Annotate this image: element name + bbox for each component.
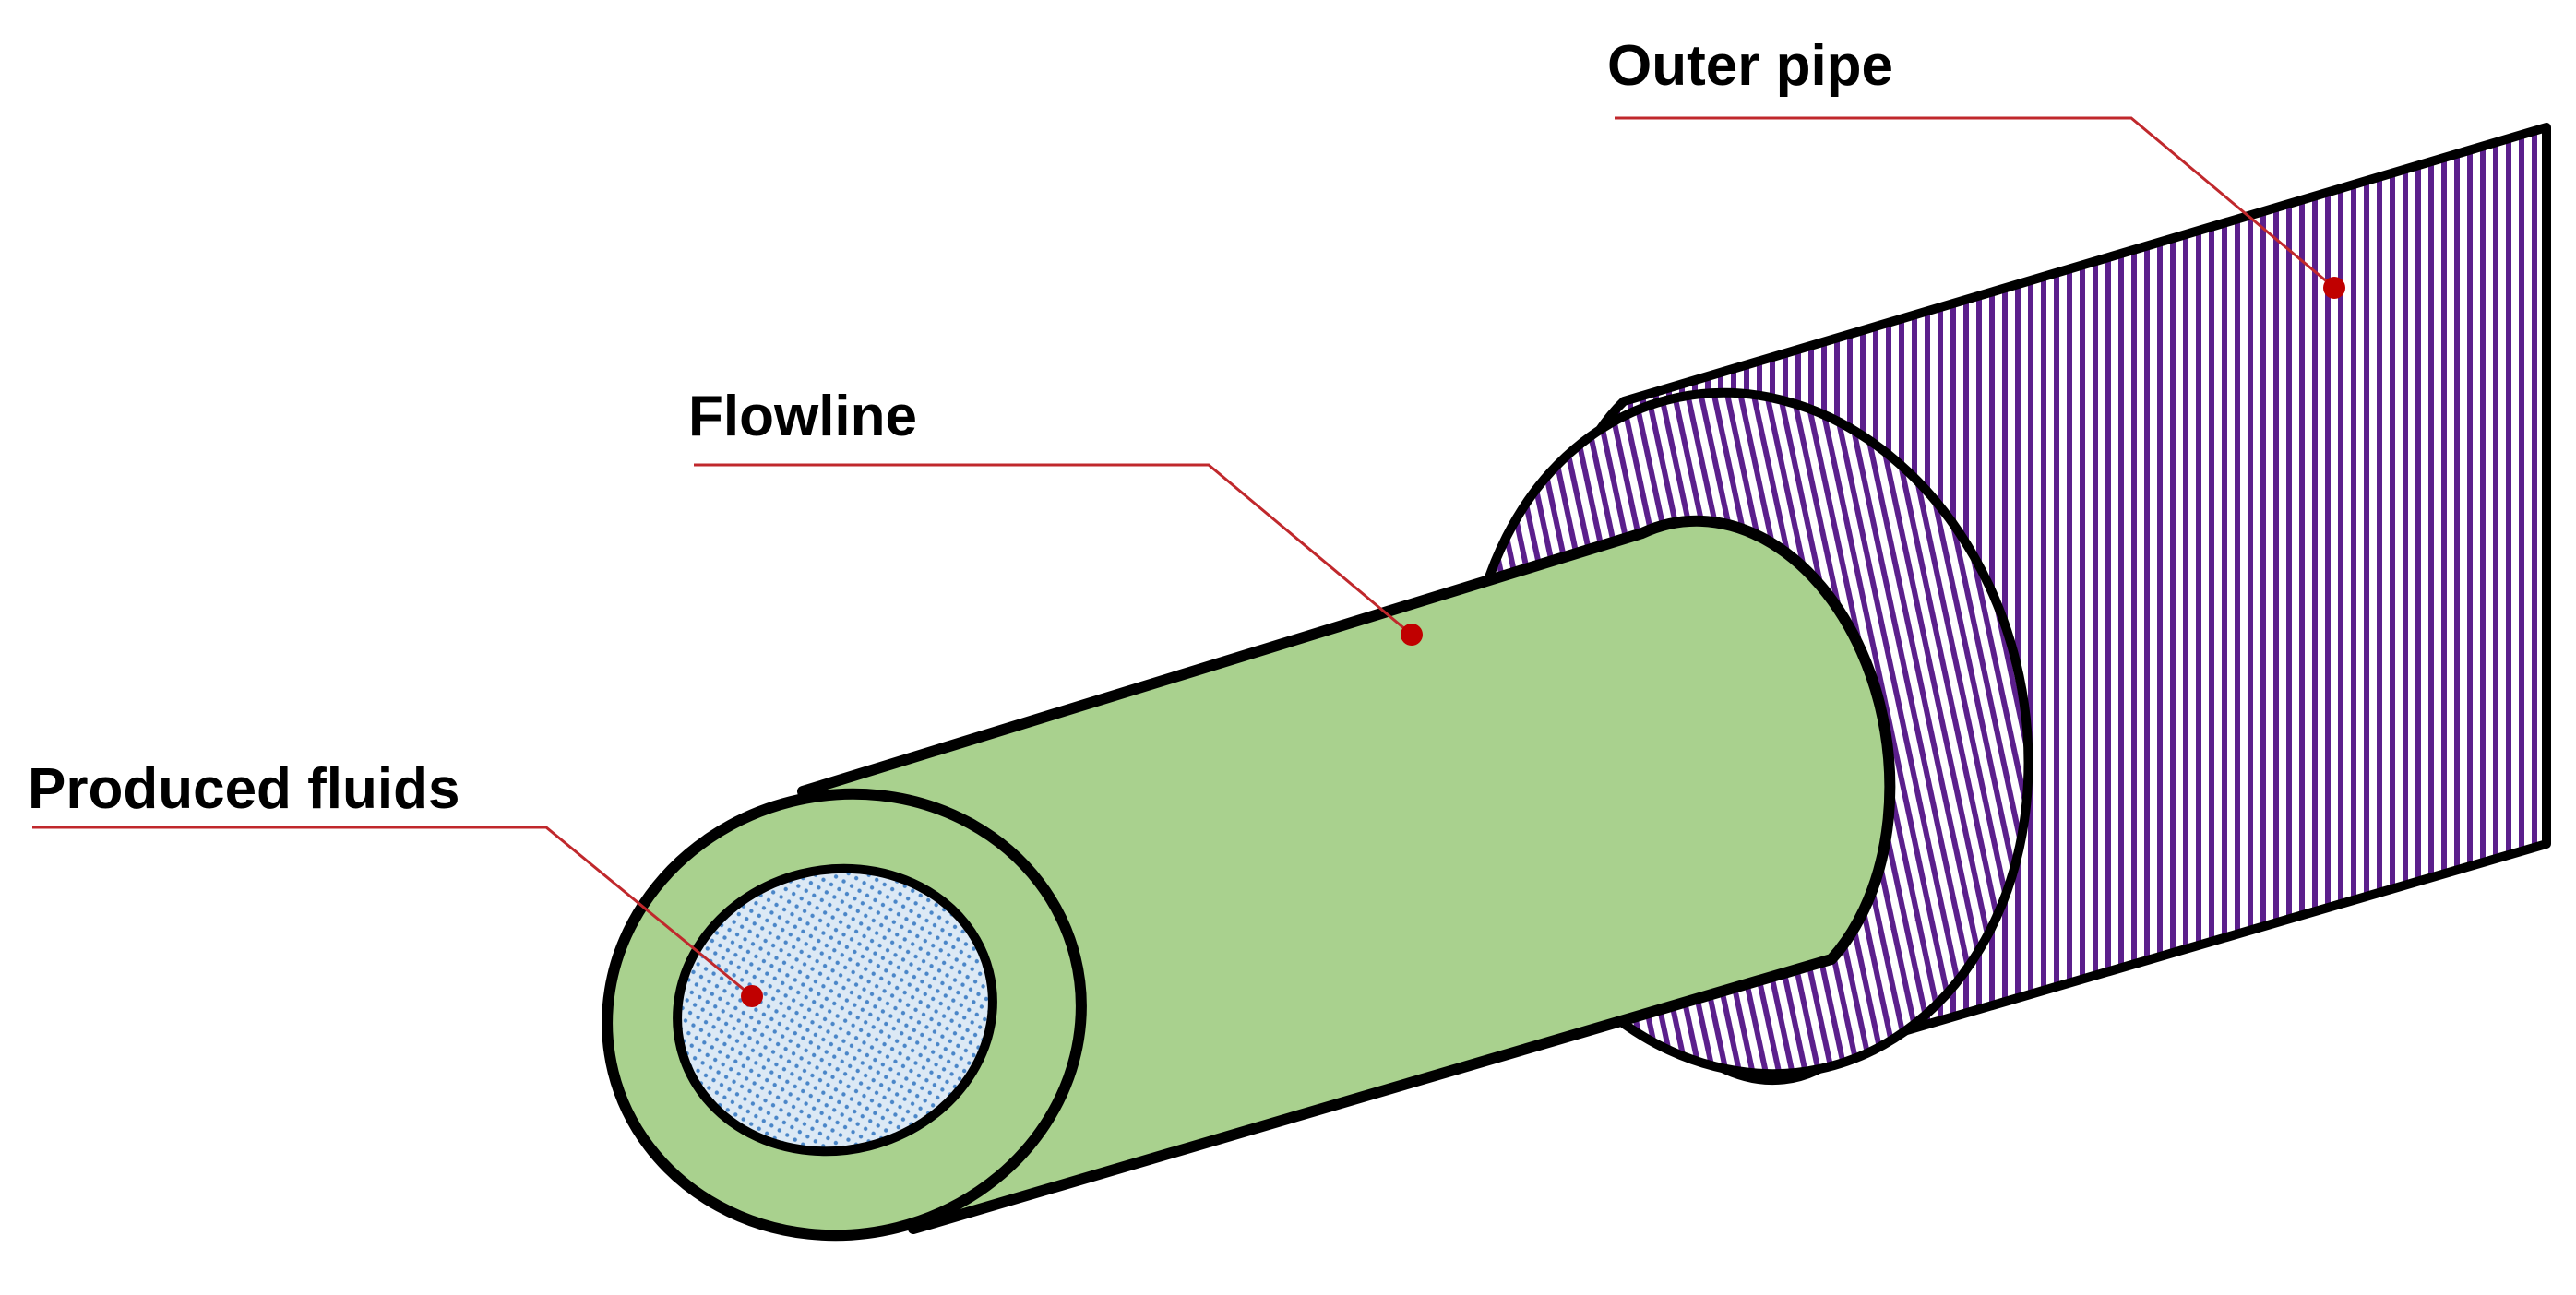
produced-fluids-leader-line <box>32 826 753 998</box>
produced-fluids-core <box>673 863 997 1157</box>
outer-pipe-label: Outer pipe <box>1607 34 1893 98</box>
callout-outer-pipe: Outer pipe <box>1607 34 2345 299</box>
outer-pipe-leader-line <box>1615 116 2335 290</box>
flowline-label: Flowline <box>688 385 917 448</box>
outer-pipe-leader-dot <box>2323 277 2345 299</box>
produced-fluids-leader-dot <box>741 985 763 1007</box>
callout-flowline: Flowline <box>688 385 1423 646</box>
callout-produced-fluids: Produced fluids <box>28 757 763 1007</box>
produced-fluids-label: Produced fluids <box>28 757 459 821</box>
flowline-leader-line <box>694 463 1413 636</box>
flowline-leader-dot <box>1401 624 1423 646</box>
